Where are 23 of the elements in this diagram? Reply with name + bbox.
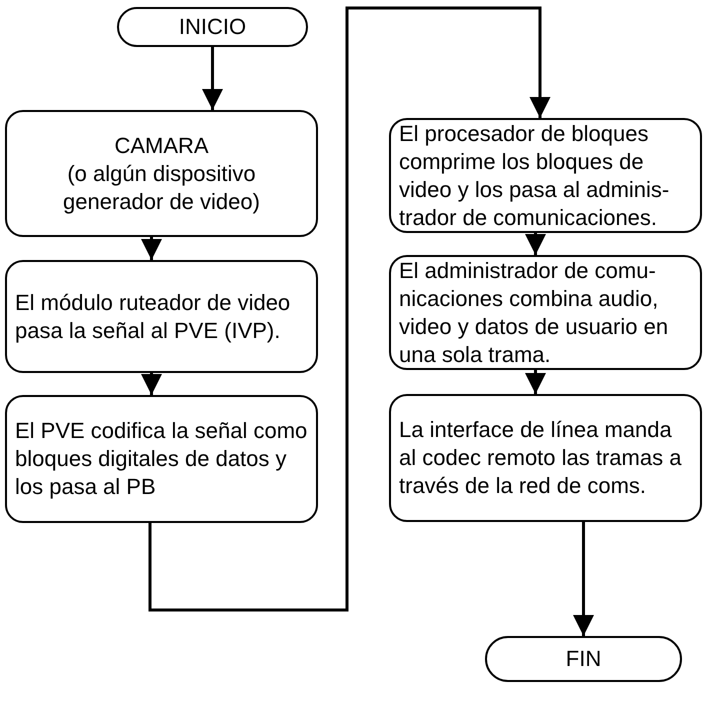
process-box — [389, 394, 702, 522]
step-text: El administrador de comu- nicaciones combina audio, video y datos de usuario en una sola trama. — [399, 256, 670, 368]
arrow — [573, 522, 594, 636]
arrow — [141, 237, 162, 260]
step-text: La interface de línea manda al codec remoto las tramas a través de la red de coms. — [399, 416, 682, 500]
step-text: CAMARA — [113, 132, 210, 160]
process-box — [5, 110, 318, 237]
process-box — [389, 255, 702, 370]
terminal-box — [485, 636, 682, 682]
arrow — [141, 373, 162, 395]
arrow — [525, 370, 546, 394]
terminal-box — [117, 7, 308, 47]
process-box — [389, 118, 702, 233]
arrow — [525, 233, 546, 255]
step-text: El módulo ruteador de video pasa la señal al PVE (IVP). — [15, 288, 292, 344]
terminal-label: INICIO — [178, 13, 246, 41]
process-box — [5, 260, 318, 373]
arrow — [202, 47, 223, 110]
terminal-label: FIN — [566, 645, 602, 673]
step-text: El PVE codifica la señal como bloques digitales de datos y los pasa al PB — [15, 417, 308, 501]
process-box — [5, 395, 318, 523]
step-text: El procesador de bloques comprime los bloques de video y los pasa al adminis- trador de comunicaciones. — [399, 120, 670, 232]
step-text: (o algún dispositivo generador de video) — [62, 160, 261, 216]
